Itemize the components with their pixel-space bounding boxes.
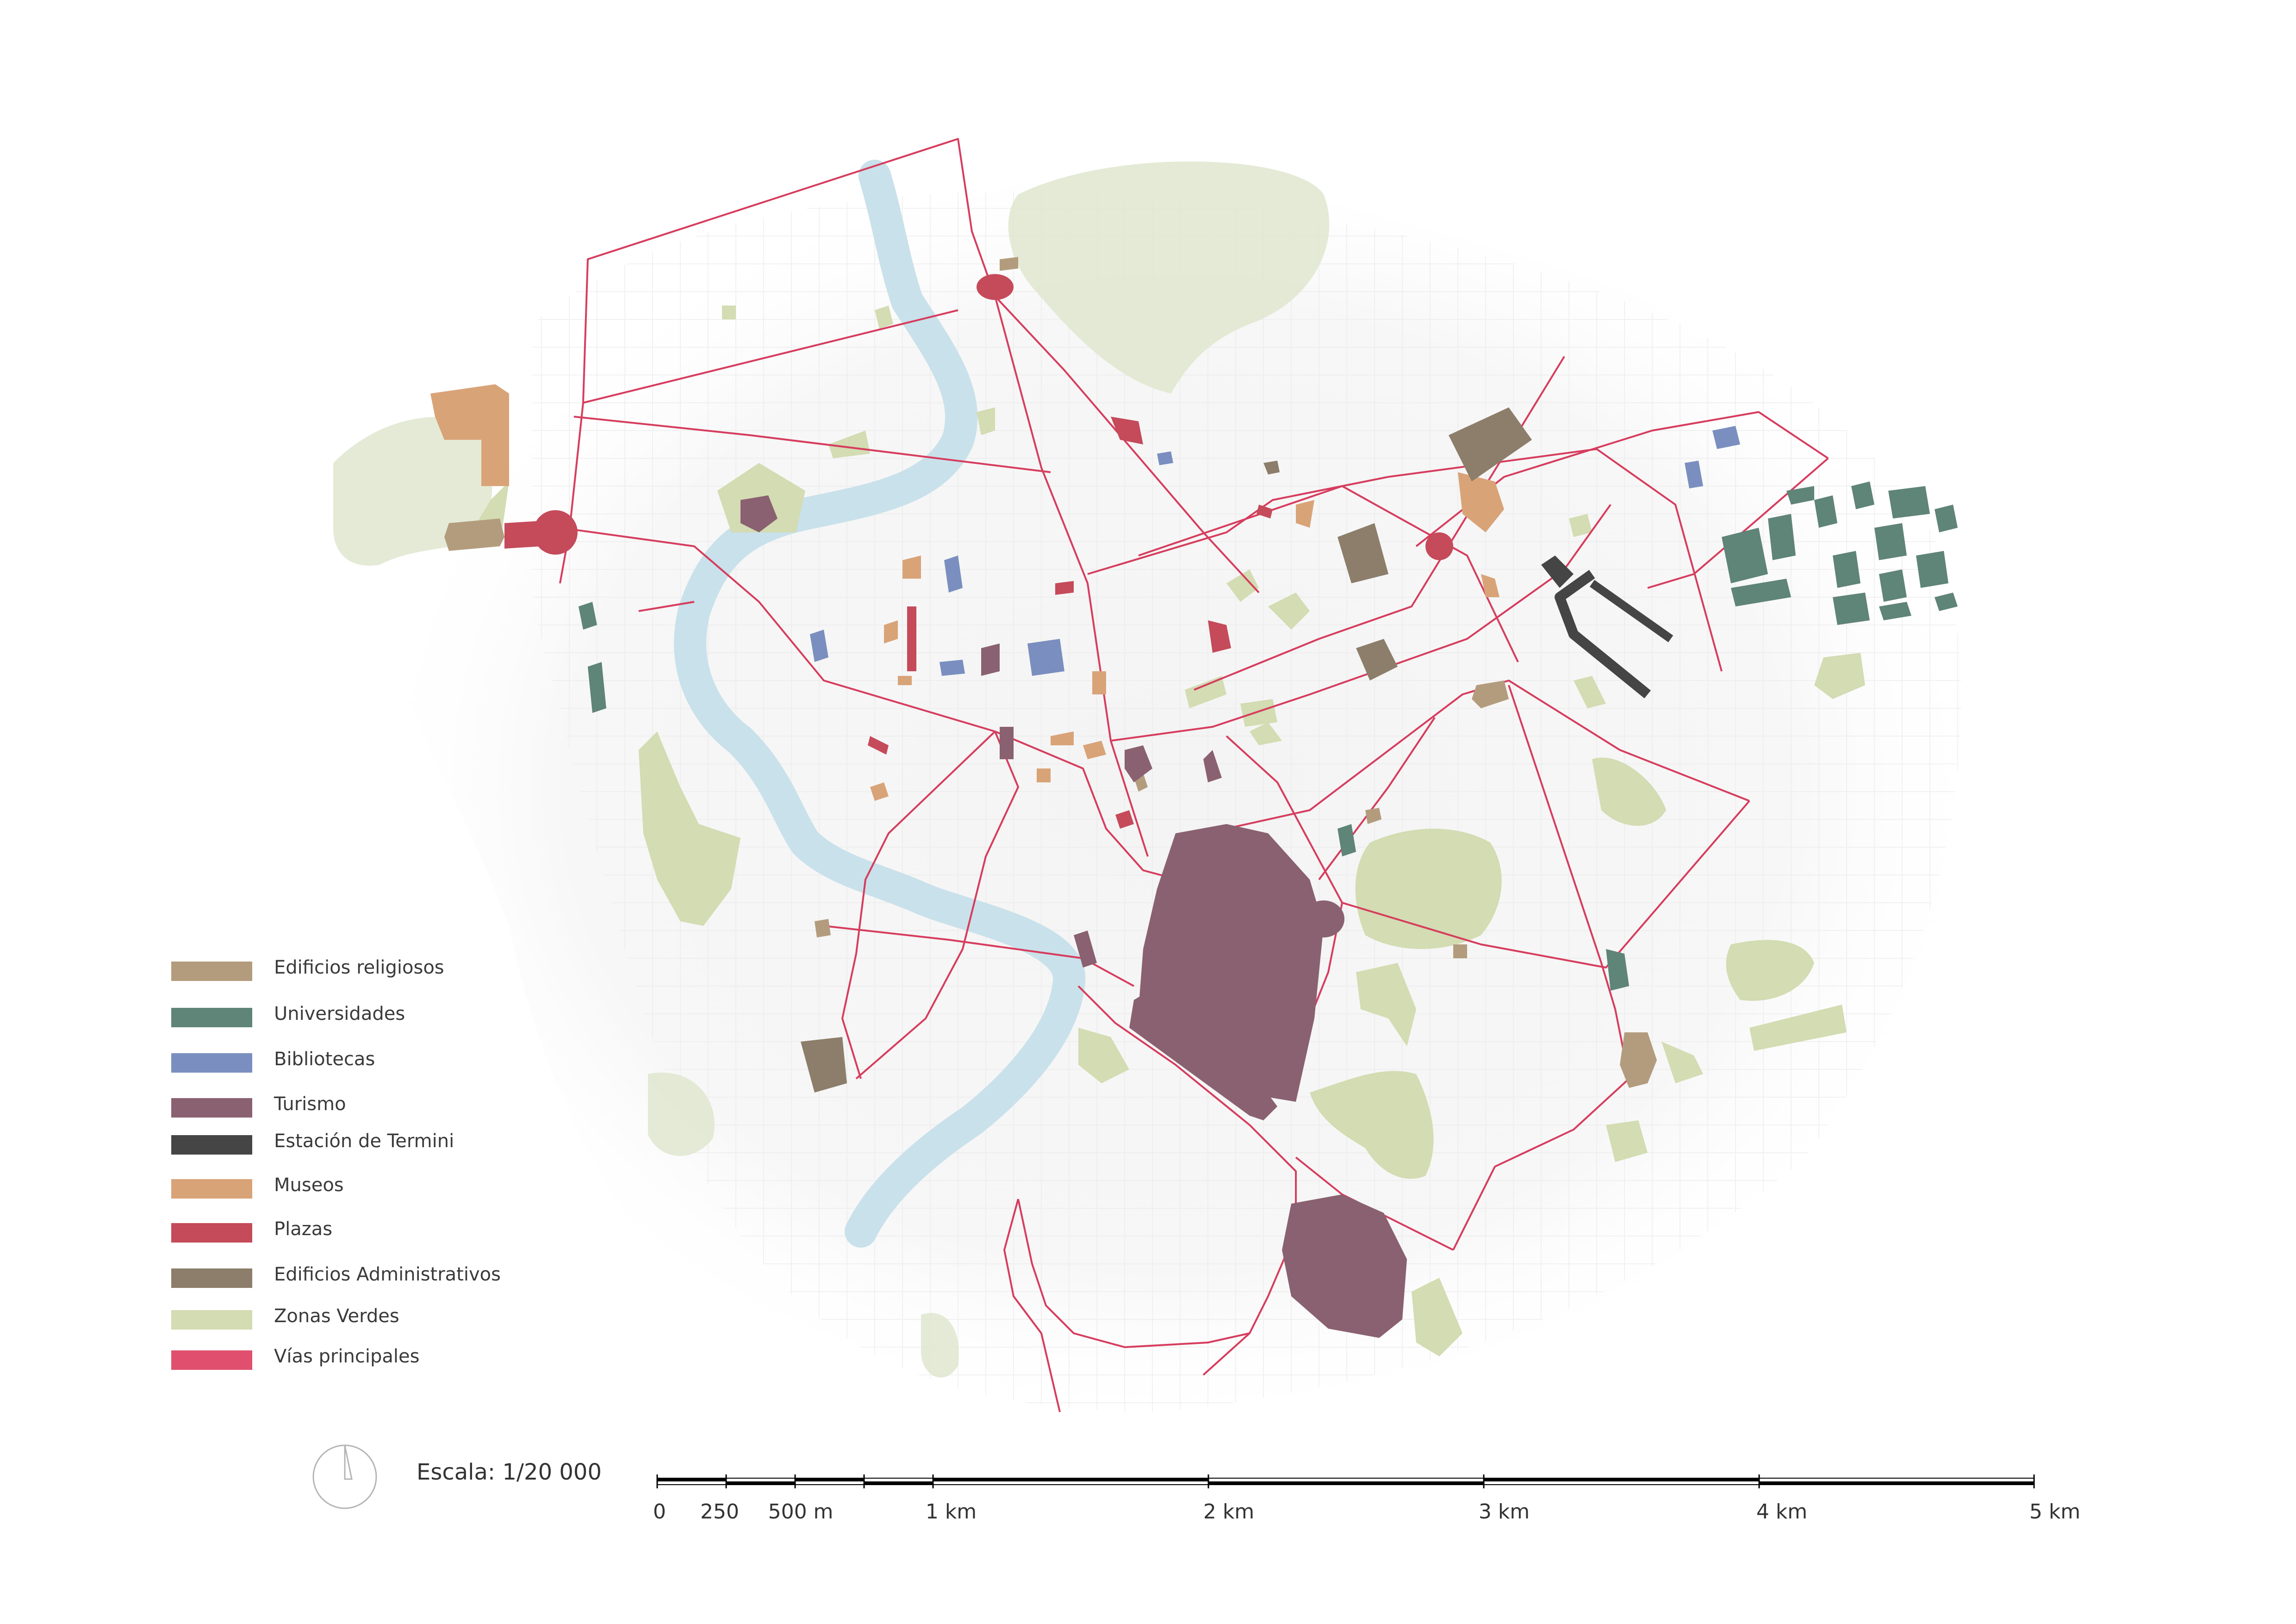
legend-label: Universidades <box>274 1003 405 1024</box>
scale-tick-label: 2 km <box>1203 1500 1255 1524</box>
administrative-buildings <box>801 407 1532 1093</box>
legend-item-administrative: Edificios Administrativos <box>171 1263 588 1291</box>
legend-swatch <box>171 962 252 981</box>
religious-buildings <box>444 257 1657 1088</box>
legend-item-plazas: Plazas <box>171 1218 588 1245</box>
legend-swatch <box>171 1310 252 1330</box>
legend-swatch <box>171 1223 252 1243</box>
legend-item-libraries: Bibliotecas <box>171 1048 588 1075</box>
scale-tick-label: 250 <box>700 1500 739 1524</box>
legend-item-museums: Museos <box>171 1174 588 1201</box>
plazas <box>504 274 1453 829</box>
scale-tick-label: 500 m <box>768 1500 834 1524</box>
legend-item-religious: Edificios religiosos <box>171 956 588 984</box>
legend-label: Zonas Verdes <box>274 1305 399 1327</box>
legend-label: Museos <box>274 1174 344 1196</box>
legend-swatch <box>171 1053 252 1073</box>
legend-item-tourism: Turismo <box>171 1093 588 1120</box>
legend-label: Turismo <box>274 1093 346 1115</box>
legend-swatch <box>171 1179 252 1199</box>
legend-swatch <box>171 1135 252 1155</box>
legend-label: Bibliotecas <box>274 1049 375 1070</box>
scale-bar <box>656 1474 2035 1488</box>
scale-tick-label: 5 km <box>2029 1500 2081 1524</box>
scale-tick-label: 4 km <box>1756 1500 1808 1524</box>
legend-item-main-roads: Vías principales <box>171 1345 588 1373</box>
north-arrow-icon <box>312 1444 377 1509</box>
legend-swatch <box>171 1350 252 1370</box>
legend-swatch <box>171 1098 252 1118</box>
legend-item-universities: Universidades <box>171 1002 588 1030</box>
museums <box>430 384 1504 801</box>
libraries <box>810 426 1740 676</box>
legend-label: Edificios Administrativos <box>274 1264 501 1285</box>
green-zones <box>463 306 1865 1356</box>
scale-tick-label: 0 <box>653 1500 666 1524</box>
legend-label: Plazas <box>274 1218 333 1240</box>
tourism <box>740 495 1407 1338</box>
legend-item-termini: Estación de Termini <box>171 1130 588 1157</box>
legend-item-green-zones: Zonas Verdes <box>171 1305 588 1332</box>
legend-label: Estación de Termini <box>274 1131 454 1152</box>
legend-label: Edificios religiosos <box>274 957 444 978</box>
universities <box>579 481 1958 991</box>
scale-label: Escala: 1/20 000 <box>417 1459 602 1485</box>
legend-swatch <box>171 1008 252 1027</box>
legend-swatch <box>171 1268 252 1288</box>
scale-tick-label: 1 km <box>925 1500 977 1524</box>
river-tiber <box>674 160 1086 1248</box>
legend-label: Vías principales <box>274 1346 420 1367</box>
termini-station <box>1541 556 1674 699</box>
scale-tick-label: 3 km <box>1478 1500 1530 1524</box>
